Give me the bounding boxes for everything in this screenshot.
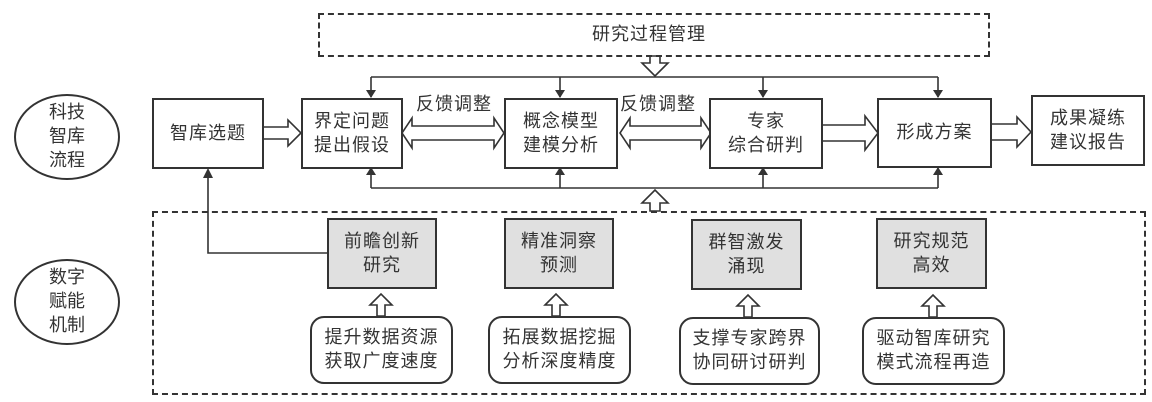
row-label-mechanism-line: 数字	[49, 267, 85, 288]
mechanism-container	[152, 211, 1146, 395]
driver-up-arrow-3	[735, 293, 761, 318]
flow-step-text: 概念模型	[523, 110, 599, 132]
flow-step-topic: 智库选题	[152, 98, 264, 169]
driver-text: 协同研讨研判	[692, 352, 807, 373]
row-label-flow-line: 智库	[49, 126, 85, 147]
driver-text: 拓展数据挖掘	[502, 327, 617, 348]
driver-up-arrow-2	[543, 292, 569, 317]
row-label-mechanism: 数字 赋能 机制	[14, 259, 120, 345]
outcome-text: 涌现	[727, 255, 766, 277]
row-label-flow: 科技 智库 流程	[14, 94, 120, 180]
mechanism-outcome-2: 精准洞察 预测	[504, 218, 614, 289]
flow-step-text: 综合研判	[728, 134, 804, 156]
mechanism-driver-1: 提升数据资源 获取广度速度	[310, 316, 453, 384]
driver-text: 模式流程再造	[876, 352, 991, 373]
flow-step-expert: 专家 综合研判	[709, 98, 823, 169]
outcome-text: 精准洞察	[521, 230, 597, 252]
row-label-mechanism-line: 机制	[49, 315, 85, 336]
mechanism-driver-4: 驱动智库研究 模式流程再造	[862, 317, 1005, 385]
management-down-arrow	[640, 55, 670, 78]
flow-step-text: 专家	[747, 110, 785, 132]
mechanism-driver-2: 拓展数据挖掘 分析深度精度	[488, 316, 631, 384]
driver-text: 驱动智库研究	[876, 328, 991, 349]
row-label-mechanism-line: 赋能	[49, 291, 85, 312]
feedback-label-2: 反馈调整	[620, 94, 696, 115]
driver-up-arrow-4	[920, 293, 946, 318]
feedback-double-arrow-1	[401, 115, 505, 151]
mechanism-outcome-4: 研究规范 高效	[876, 218, 987, 289]
driver-text: 获取广度速度	[324, 351, 439, 372]
flow-step-plan: 形成方案	[877, 98, 992, 168]
outcome-text: 前瞻创新	[344, 230, 420, 252]
mechanism-up-arrow	[640, 188, 670, 212]
row-label-flow-line: 科技	[49, 102, 85, 123]
flow-step-text: 建模分析	[523, 134, 599, 156]
driver-up-arrow-1	[368, 292, 394, 317]
outcome-text: 高效	[912, 254, 951, 276]
feedback-double-arrow-2	[619, 115, 712, 151]
outcome-text: 群智激发	[708, 231, 785, 253]
flow-step-text: 形成方案	[896, 122, 973, 143]
research-process-management-label: 研究过程管理	[592, 24, 706, 45]
outcome-text: 预测	[540, 254, 578, 276]
mechanism-driver-3: 支撑专家跨界 协同研讨研判	[679, 317, 820, 385]
flow-step-report: 成果凝练 建议报告	[1031, 95, 1145, 166]
mechanism-outcome-3: 群智激发 涌现	[691, 219, 802, 290]
flow-step-define: 界定问题 提出假设	[301, 98, 403, 169]
flow-step-text: 提出假设	[314, 134, 390, 156]
flow-arrow-topic-define	[261, 118, 303, 148]
driver-text: 分析深度精度	[502, 351, 617, 372]
flow-step-text: 智库选题	[170, 122, 246, 144]
outcome-text: 研究规范	[893, 230, 970, 252]
flow-step-model: 概念模型 建模分析	[504, 98, 618, 169]
flow-arrow-plan-report	[990, 114, 1033, 150]
flow-arrow-expert-plan	[821, 113, 880, 153]
flow-step-text: 建议报告	[1050, 131, 1126, 153]
research-process-management-box	[318, 13, 990, 57]
feedback-line-topic	[207, 175, 327, 254]
outcome-text: 研究	[363, 254, 401, 276]
flow-step-text: 界定问题	[314, 110, 390, 132]
flow-step-text: 成果凝练	[1050, 107, 1126, 129]
driver-text: 支撑专家跨界	[692, 328, 807, 349]
mechanism-outcome-1: 前瞻创新 研究	[327, 218, 437, 289]
driver-text: 提升数据资源	[324, 327, 439, 348]
feedback-label-1: 反馈调整	[416, 94, 492, 115]
row-label-flow-line: 流程	[49, 150, 85, 171]
